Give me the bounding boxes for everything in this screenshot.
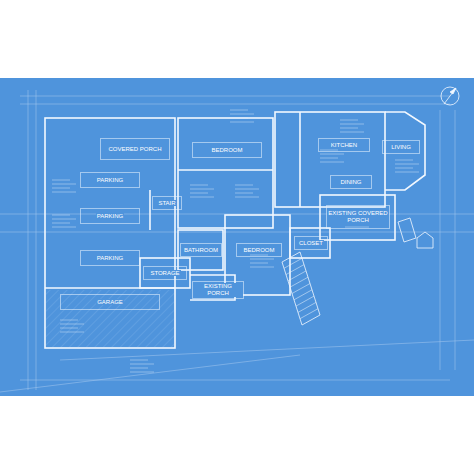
room-label-box: GARAGE: [60, 294, 160, 310]
room-name: CLOSET: [298, 240, 324, 247]
room-label-box: COVERED PORCH: [100, 138, 170, 160]
room-label-box: BEDROOM: [192, 142, 262, 158]
room-label-box: BATHROOM: [180, 243, 222, 257]
room-name: GARAGE: [96, 299, 124, 306]
room-name: DINING: [340, 179, 363, 186]
room-label-box: BEDROOM: [236, 243, 282, 257]
dimension-lines: [0, 90, 474, 392]
room-name: PARKING: [96, 255, 125, 262]
room-label-box: STAIR: [152, 196, 182, 210]
room-name: COVERED PORCH: [107, 146, 162, 153]
room-name: PARKING: [96, 177, 125, 184]
room-label-box: CLOSET: [294, 236, 328, 250]
room-name: BATHROOM: [183, 247, 219, 254]
north-arrow: [441, 87, 459, 105]
gazebo-symbol: [417, 232, 433, 248]
stair-ramp: [282, 218, 416, 325]
room-name: STORAGE: [149, 270, 180, 277]
room-label-box: PARKING: [80, 208, 140, 224]
garage-hatch: [45, 290, 175, 348]
room-label-box: EXISTING COVERED PORCH: [326, 205, 390, 229]
room-label-box: PARKING: [80, 250, 140, 266]
room-label-box: DINING: [330, 175, 372, 189]
room-name: PARKING: [96, 213, 125, 220]
room-label-box: STORAGE: [143, 266, 187, 280]
room-name: LIVING: [390, 144, 412, 151]
room-name: EXISTING PORCH: [193, 283, 243, 297]
walls: [45, 112, 425, 348]
room-label-box: KITCHEN: [318, 138, 370, 152]
room-name: STAIR: [157, 200, 176, 207]
room-name: KITCHEN: [330, 142, 358, 149]
room-label-box: LIVING: [382, 140, 420, 154]
stair-treads: [284, 258, 318, 318]
room-name: BEDROOM: [210, 147, 243, 154]
room-name: BEDROOM: [242, 247, 275, 254]
room-label-box: EXISTING PORCH: [192, 281, 244, 299]
room-name: EXISTING COVERED PORCH: [327, 210, 389, 224]
room-label-box: PARKING: [80, 172, 140, 188]
note-strokes: [52, 110, 419, 372]
